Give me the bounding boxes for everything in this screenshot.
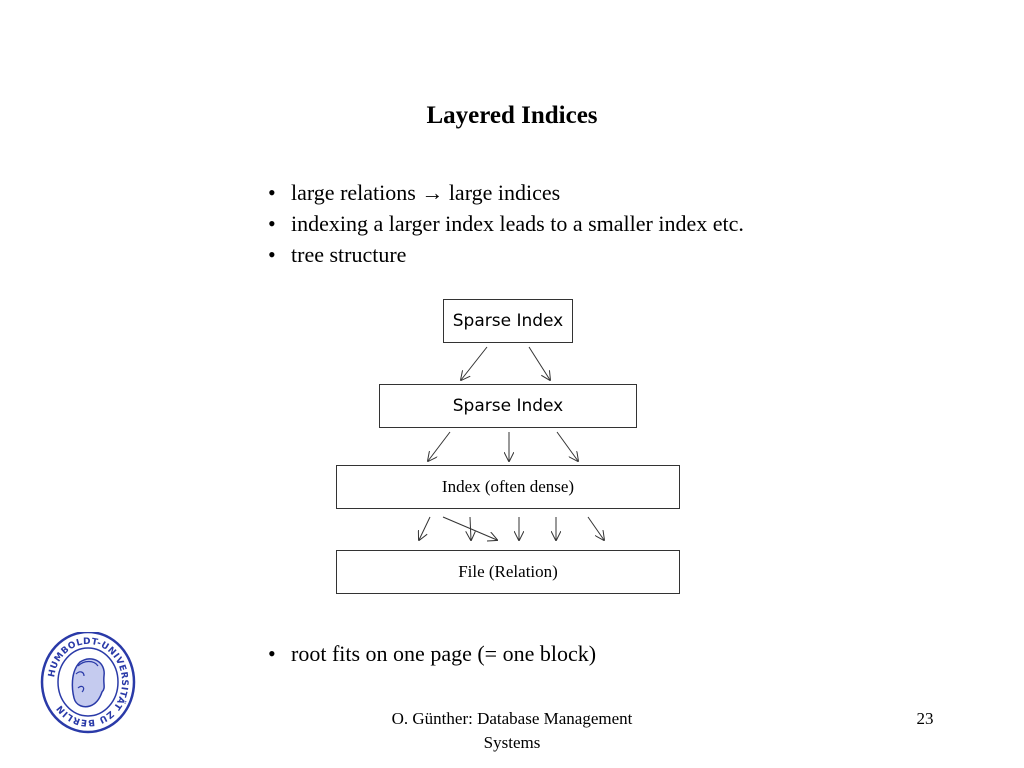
bullet-list: large relations → large indices indexing… [268, 177, 744, 270]
arrow [528, 346, 550, 380]
arrow [419, 516, 431, 540]
bullet-item: root fits on one page (= one block) [268, 638, 596, 669]
arrow [428, 431, 451, 461]
dense-index-box: Index (often dense) [336, 465, 680, 509]
university-seal-icon: HUMBOLDT-UNIVERSITÄT ZU BERLIN [40, 632, 136, 734]
page-number: 23 [916, 709, 934, 728]
arrow [470, 516, 471, 540]
footer-line: Systems [483, 733, 541, 752]
bullet-item: indexing a larger index leads to a small… [268, 208, 744, 239]
footer-line: O. Günther: Database Management [391, 709, 633, 728]
arrow [587, 516, 604, 540]
bottom-bullet-list: root fits on one page (= one block) [268, 638, 596, 669]
file-relation-box: File (Relation) [336, 550, 680, 594]
bullet-item: tree structure [268, 239, 744, 270]
bullet-item: large relations → large indices [268, 177, 744, 208]
sparse-index-box-top: Sparse Index [443, 299, 573, 343]
slide-title: Layered Indices [426, 102, 598, 129]
arrow [556, 431, 578, 461]
footer-citation: O. Günther: Database Management Systems [352, 707, 672, 755]
arrow [461, 346, 488, 380]
sparse-index-box-middle: Sparse Index [379, 384, 637, 428]
